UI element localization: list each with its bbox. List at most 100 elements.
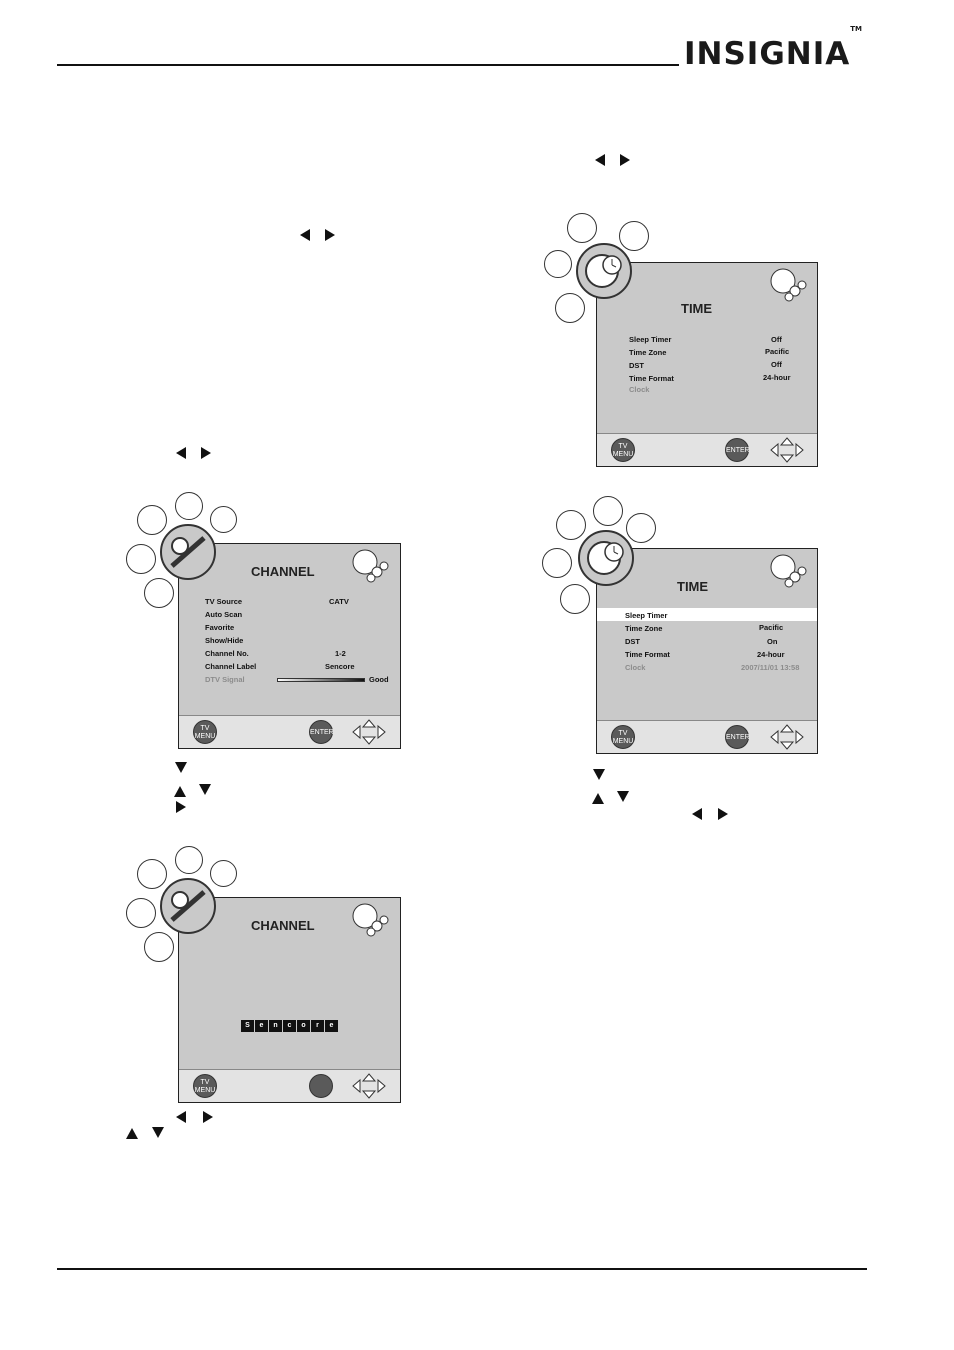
setup-menu-icon[interactable]	[175, 846, 203, 874]
down-arrow-icon	[152, 1127, 164, 1138]
channel-label-value: Sencore	[325, 662, 355, 671]
label-char[interactable]: e	[255, 1020, 268, 1032]
tv-menu-button[interactable]: TV MENU	[193, 1074, 217, 1098]
menu-item-dst[interactable]: DST	[629, 361, 644, 370]
menu-item-favorite[interactable]: Favorite	[205, 623, 235, 632]
navigation-arrows-icon	[352, 719, 386, 745]
selected-row-highlight	[597, 608, 817, 621]
menu-item-clock: Clock	[629, 385, 650, 394]
menu-item-dtv-signal: DTV Signal	[205, 675, 245, 684]
navigation-arrows-icon	[770, 437, 804, 463]
time-format-value: 24-hour	[757, 650, 785, 659]
right-arrow-icon	[203, 1111, 213, 1123]
remote-bubbles-icon	[352, 549, 389, 583]
channel-menu-screen: CHANNEL TV Source CATV Auto Scan Favorit…	[178, 543, 401, 749]
right-arrow-icon	[325, 229, 335, 241]
audio-menu-icon[interactable]	[626, 513, 656, 543]
setup-menu-icon[interactable]	[555, 293, 585, 323]
enter-button[interactable]	[309, 1074, 333, 1098]
lock-menu-icon[interactable]	[210, 860, 237, 887]
menu-item-clock: Clock	[625, 663, 646, 672]
screen-footer: TV MENU ENTER	[597, 720, 817, 753]
menu-item-auto-scan[interactable]: Auto Scan	[205, 610, 243, 619]
left-arrow-icon	[595, 154, 605, 166]
menu-item-time-format[interactable]: Time Format	[625, 650, 670, 659]
picture-menu-icon[interactable]	[144, 932, 174, 962]
navigation-arrows-icon	[352, 1073, 386, 1099]
time-menu-screen: TIME Sleep Timer Off Time Zone Pacific D…	[596, 262, 818, 467]
left-arrow-icon	[300, 229, 310, 241]
lock-menu-icon[interactable]	[542, 548, 572, 578]
label-char[interactable]: S	[241, 1020, 254, 1032]
right-arrow-icon	[201, 447, 211, 459]
menu-item-channel-label[interactable]: Channel Label	[205, 662, 257, 671]
menu-item-show-hide[interactable]: Show/Hide	[205, 636, 244, 645]
screen-footer: TV MENU ENTER	[597, 433, 817, 466]
tv-menu-button[interactable]: TV MENU	[611, 438, 635, 462]
screen-footer: TV MENU ENTER	[179, 715, 400, 748]
page-title: CHANNEL	[251, 564, 315, 579]
signal-strength-bar	[277, 678, 365, 682]
time-menu-icon[interactable]	[137, 859, 167, 889]
label-char[interactable]: c	[283, 1020, 296, 1032]
lock-menu-icon[interactable]	[544, 250, 572, 278]
channel-menu-icon[interactable]	[160, 878, 216, 934]
menu-item-time-zone[interactable]: Time Zone	[625, 624, 663, 633]
right-arrow-icon	[620, 154, 630, 166]
menu-item-time-zone[interactable]: Time Zone	[629, 348, 667, 357]
picture-menu-icon[interactable]	[593, 496, 623, 526]
label-char[interactable]: r	[311, 1020, 324, 1032]
audio-menu-icon[interactable]	[126, 544, 156, 574]
remote-bubbles-icon	[352, 903, 389, 937]
channel-menu-icon[interactable]	[160, 524, 216, 580]
setup-menu-icon[interactable]	[175, 492, 203, 520]
footer-rule	[57, 1268, 867, 1270]
down-arrow-icon	[199, 784, 211, 795]
dst-value: On	[767, 637, 778, 646]
time-format-value: 24-hour	[763, 373, 791, 382]
channel-menu-icon[interactable]	[556, 510, 586, 540]
header-rule	[57, 64, 679, 66]
lock-menu-icon[interactable]	[210, 506, 237, 533]
time-zone-value: Pacific	[765, 347, 790, 356]
label-char[interactable]: n	[269, 1020, 282, 1032]
right-arrow-icon	[176, 801, 186, 813]
time-menu-screen: TIME Sleep Timer Time Zone Pacific DST O…	[596, 548, 818, 754]
menu-item-channel-no[interactable]: Channel No.	[205, 649, 249, 658]
left-arrow-icon	[692, 808, 702, 820]
picture-menu-icon[interactable]	[567, 213, 597, 243]
enter-button[interactable]: ENTER	[725, 438, 750, 462]
right-arrow-icon	[718, 808, 728, 820]
dst-value: Off	[771, 360, 782, 369]
enter-button[interactable]: ENTER	[309, 720, 334, 744]
time-menu-icon[interactable]	[576, 243, 632, 299]
insignia-logo: INSIGNIATM	[684, 24, 863, 72]
left-arrow-icon	[176, 1111, 186, 1123]
time-menu-icon[interactable]	[137, 505, 167, 535]
label-char[interactable]: e	[325, 1020, 338, 1032]
menu-item-time-format[interactable]: Time Format	[629, 374, 674, 383]
audio-menu-icon[interactable]	[619, 221, 649, 251]
tv-source-value: CATV	[329, 597, 349, 606]
down-arrow-icon	[175, 762, 187, 773]
down-arrow-icon	[593, 769, 605, 780]
page-title: CHANNEL	[251, 918, 315, 933]
picture-menu-icon[interactable]	[144, 578, 174, 608]
menu-item-sleep-timer[interactable]: Sleep Timer	[629, 335, 672, 344]
menu-item-dst[interactable]: DST	[625, 637, 640, 646]
time-menu-icon[interactable]	[578, 530, 634, 586]
clock-value: 2007/11/01 13:58	[741, 663, 800, 672]
tv-menu-button[interactable]: TV MENU	[611, 725, 635, 749]
up-arrow-icon	[126, 1128, 138, 1139]
navigation-arrows-icon	[770, 724, 804, 750]
menu-item-sleep-timer[interactable]: Sleep Timer	[625, 611, 668, 620]
setup-menu-icon[interactable]	[560, 584, 590, 614]
audio-menu-icon[interactable]	[126, 898, 156, 928]
enter-button[interactable]: ENTER	[725, 725, 750, 749]
tv-menu-button[interactable]: TV MENU	[193, 720, 217, 744]
menu-item-tv-source[interactable]: TV Source	[205, 597, 243, 606]
label-char[interactable]: o	[297, 1020, 310, 1032]
screen-footer: TV MENU	[179, 1069, 400, 1102]
